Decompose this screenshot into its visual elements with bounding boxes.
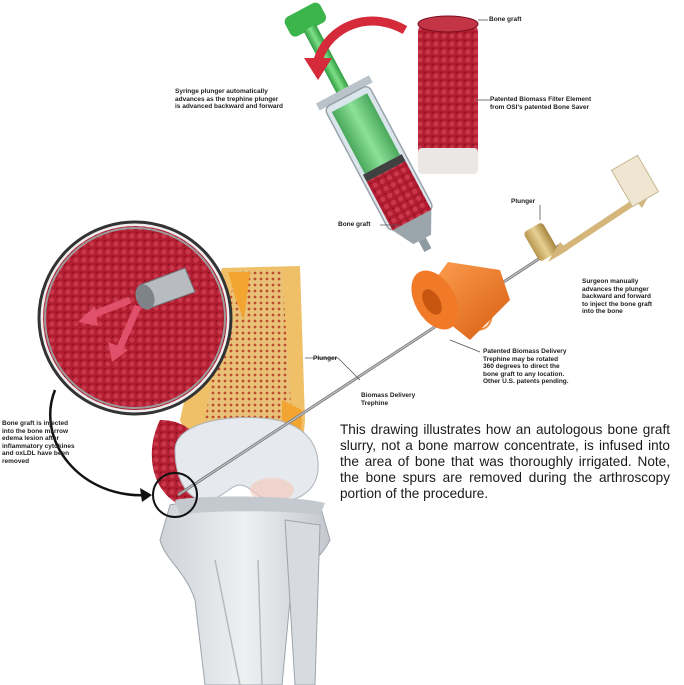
tibia [160,500,330,685]
label-plunger-left: Plunger [313,355,337,363]
label-plunger-right: Plunger [511,198,535,206]
delivery-device [402,262,510,340]
filter-element [418,16,478,174]
label-delivery-note: Patented Biomass Delivery Trephine may b… [483,348,569,386]
label-injected-note: Bone graft is injected into the bone mar… [2,420,75,465]
label-bone-graft-top: Bone graft [489,16,522,24]
label-filter-element: Patented Biomass Filter Element from OSI… [490,96,591,111]
caption-text: This drawing illustrates how an autologo… [340,422,670,502]
label-syringe-note: Syringe plunger automatically advances a… [175,88,283,111]
plunger [523,155,659,262]
fibula [285,520,320,685]
label-surgeon-note: Surgeon manually advances the plunger ba… [582,278,652,316]
label-trephine: Biomass Delivery Trephine [361,392,415,407]
label-bone-graft-mid: Bone graft [338,221,371,229]
